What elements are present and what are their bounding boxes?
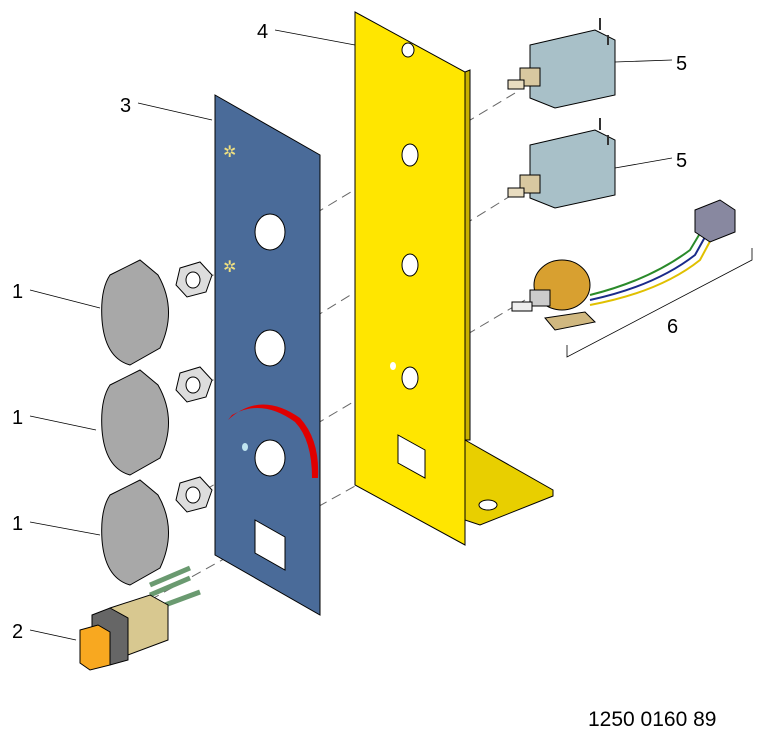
- callout-switch: 5: [676, 53, 687, 75]
- callout-knob: 1: [12, 281, 23, 303]
- callout-bracket: 4: [257, 21, 268, 43]
- knob: [101, 259, 213, 366]
- callout-front-panel: 3: [120, 95, 131, 117]
- push-button: [79, 565, 201, 671]
- document-number: 1250 0160 89: [588, 708, 717, 731]
- fan-symbol-icon: ✲: [223, 259, 236, 276]
- callout-knob: 1: [12, 407, 23, 429]
- bracket: [354, 11, 554, 546]
- leader-lines: [29, 29, 673, 641]
- potentiometer: [511, 199, 753, 358]
- rotary-switch: [507, 18, 616, 109]
- knob: [101, 476, 213, 586]
- callout-switch: 5: [676, 150, 687, 172]
- callout-knob: 1: [12, 513, 23, 535]
- rotary-switch: [507, 118, 616, 209]
- callout-pushbutton: 2: [12, 621, 23, 643]
- front-panel: ✲ ✲: [214, 94, 321, 616]
- fan-symbol-icon: ✲: [223, 144, 236, 161]
- knob: [101, 366, 213, 476]
- callout-potentiometer: 6: [667, 316, 678, 338]
